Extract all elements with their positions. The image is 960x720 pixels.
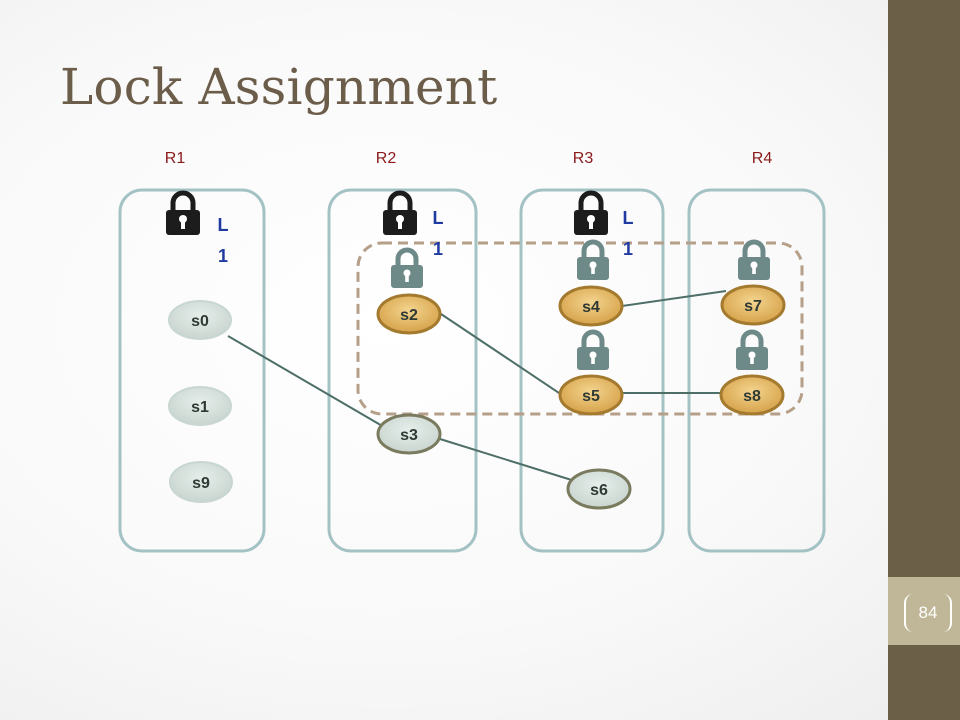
region-box-r3	[519, 188, 665, 553]
node-s8: s8	[719, 374, 785, 416]
lock-icon-s5	[577, 332, 609, 370]
node-label-s5: s5	[582, 388, 600, 405]
lock-icon-r3	[574, 193, 608, 235]
lock-icon-r1	[166, 193, 200, 235]
region-label-r2: R2	[376, 150, 397, 167]
node-s1: s1	[168, 386, 232, 426]
region-box-r2	[327, 188, 478, 553]
node-label-s0: s0	[191, 313, 209, 330]
node-label-s2: s2	[400, 307, 418, 324]
node-label-s7: s7	[744, 298, 762, 315]
node-s4: s4	[558, 285, 624, 327]
node-s0: s0	[168, 300, 232, 340]
edge-s2-s5	[440, 313, 569, 400]
node-label-s8: s8	[743, 388, 761, 405]
page-number: 84	[904, 594, 952, 632]
lock-icon-s4	[577, 242, 609, 280]
lock-label-r1-letter: L	[218, 215, 229, 235]
lock-icon-s2	[391, 250, 423, 288]
lock-icon-s7	[738, 242, 770, 280]
lock-icon-s8	[736, 332, 768, 370]
lock-label-r3-letter: L	[623, 208, 634, 228]
edge-s4-s7	[621, 290, 727, 307]
node-label-s3: s3	[400, 427, 418, 444]
node-s3: s3	[376, 413, 442, 455]
region-box-r4	[687, 188, 826, 553]
region-box-r1	[118, 188, 266, 553]
edge-s0-s3	[227, 335, 385, 428]
region-label-r3: R3	[573, 150, 594, 167]
edge-s3-s6	[439, 438, 579, 483]
node-label-s9: s9	[192, 475, 210, 492]
page-number-strip	[888, 577, 960, 645]
region-label-r4: R4	[752, 150, 773, 167]
region-label-r1: R1	[165, 150, 186, 167]
node-s7: s7	[720, 284, 786, 326]
lock-label-r2-number: 1	[433, 239, 443, 259]
node-s2: s2	[376, 293, 442, 335]
node-s5: s5	[558, 374, 624, 416]
slide-title: Lock Assignment	[60, 58, 498, 116]
lock-icon-r2	[383, 193, 417, 235]
node-s6: s6	[566, 468, 632, 510]
node-label-s1: s1	[191, 399, 209, 416]
node-s9: s9	[169, 461, 233, 503]
lock-label-r3-number: 1	[623, 239, 633, 259]
node-label-s6: s6	[590, 482, 608, 499]
lock-label-r2-letter: L	[433, 208, 444, 228]
lock-label-r1-number: 1	[218, 246, 228, 266]
lock-assignment-diagram: R1 R2 R3 R4 L 1 L 1 L 1 s0 s1 s9 s2	[118, 150, 826, 553]
node-label-s4: s4	[582, 299, 600, 316]
